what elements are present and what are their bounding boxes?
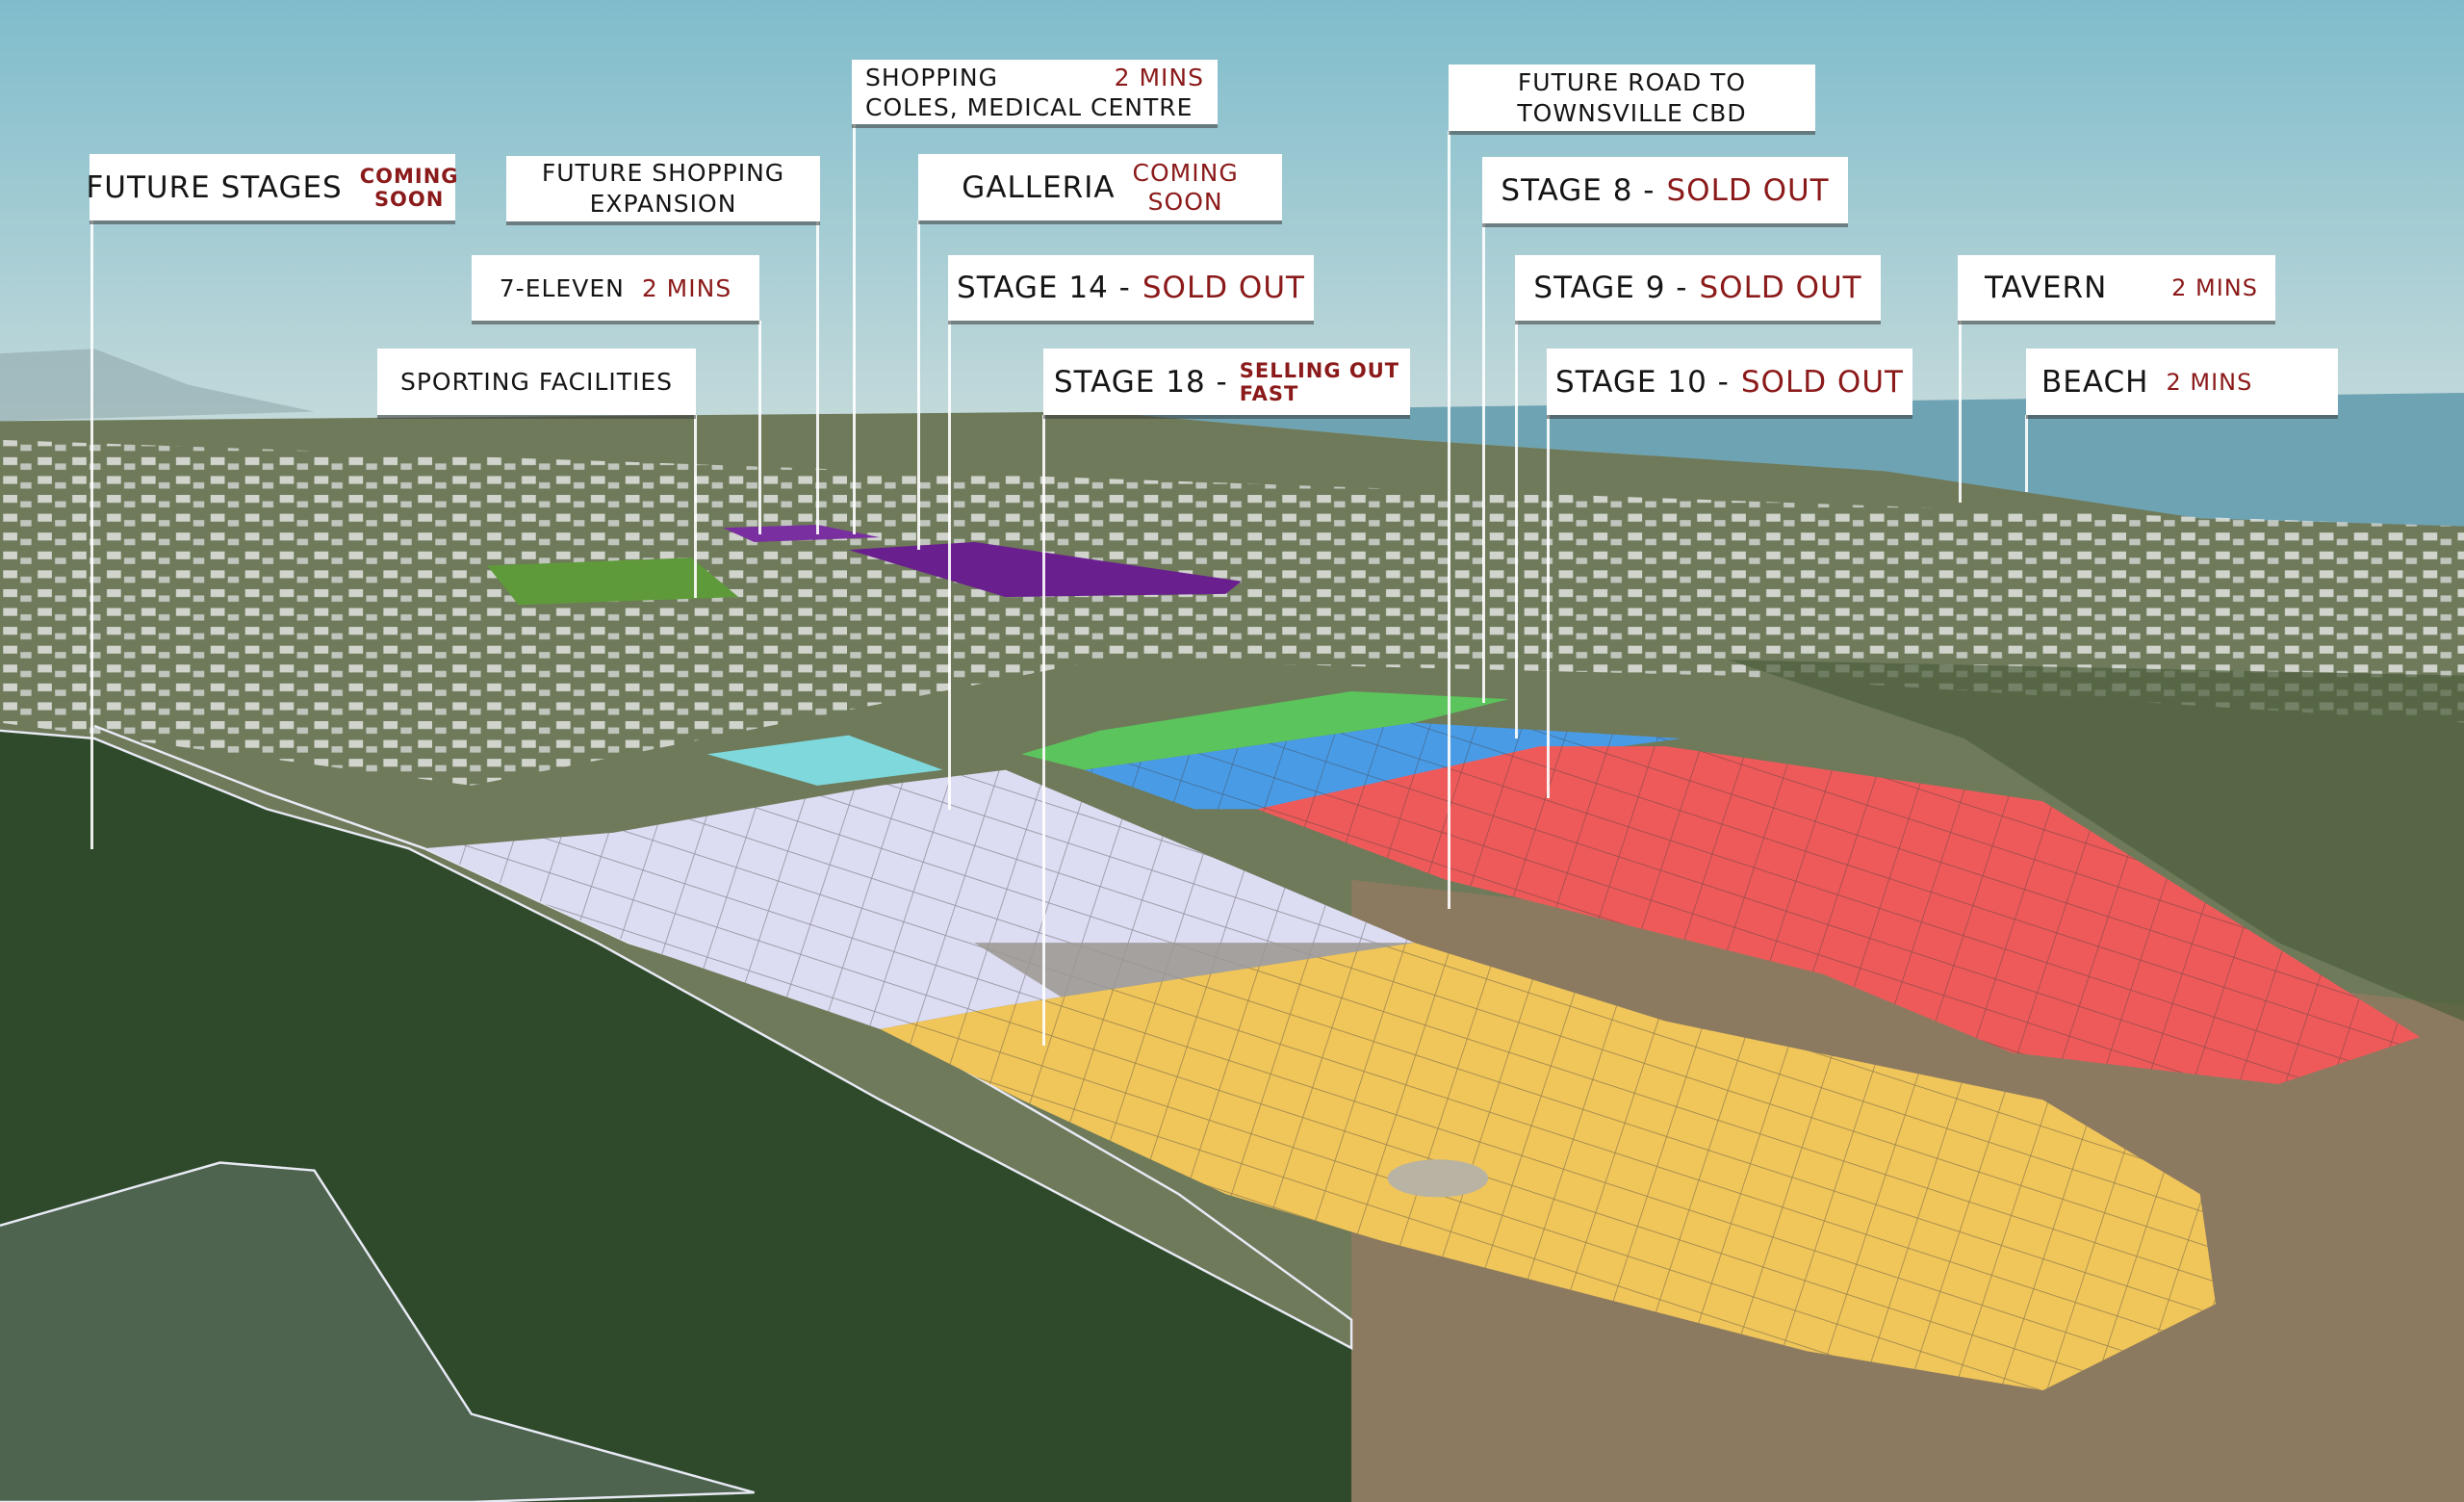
status-line: COMING (359, 164, 459, 188)
stage-8-green-lots (1021, 690, 1509, 770)
label-title: SPORTING FACILITIES (399, 368, 674, 396)
status-badge: COMING SOON (1133, 159, 1239, 217)
label-stage8: STAGE 8 - SOLD OUT (1482, 157, 1848, 223)
travel-time: 2 MINS (641, 273, 732, 302)
leader-stage14 (948, 321, 951, 810)
leader-future-shopping (816, 221, 819, 534)
label-line: FUTURE ROAD TO (1517, 67, 1747, 96)
status-line: SELLING OUT (1239, 358, 1400, 382)
sports-field (487, 557, 739, 606)
travel-time: 2 MINS (1114, 63, 1204, 91)
future-stages-boundary (0, 1161, 756, 1502)
status-badge: COMING SOON (360, 165, 459, 211)
status-badge: SOLD OUT (1699, 271, 1862, 305)
forest-future-stages-outline (0, 724, 1353, 1351)
future-shopping-zone (723, 525, 881, 542)
label-tavern: TAVERN 2 MINS (1958, 255, 2275, 321)
label-galleria: GALLERIA COMING SOON (918, 154, 1282, 220)
label-shopping: SHOPPING 2 MINS COLES, MEDICAL CENTRE (852, 60, 1218, 124)
town (0, 439, 2464, 786)
label-line: EXPANSION (589, 190, 737, 218)
leader-sporting (694, 415, 697, 598)
label-line: FUTURE SHOPPING (541, 159, 785, 187)
status-badge: SOLD OUT (1666, 172, 1830, 208)
label-stage10: STAGE 10 - SOLD OUT (1547, 349, 1912, 415)
label-future-stages: FUTURE STAGES COMING SOON (86, 154, 458, 220)
label-title: STAGE 14 - (957, 271, 1131, 305)
leader-future-stages (90, 220, 93, 849)
leader-galleria (917, 220, 920, 550)
status-line: SOON (1147, 187, 1223, 216)
bush-right (1728, 660, 2464, 1022)
label-beach: BEACH 2 MINS (2026, 349, 2338, 415)
label-title: SHOPPING (865, 63, 998, 91)
travel-time: 2 MINS (2166, 368, 2253, 396)
forest (0, 730, 1352, 1502)
cyan-zone (706, 735, 943, 786)
status-badge: SELLING OUT FAST (1240, 359, 1399, 405)
label-title: TAVERN (1985, 271, 2108, 305)
label-title: BEACH (2041, 364, 2149, 400)
label-title: STAGE 10 - (1555, 364, 1730, 400)
leader-seven-eleven (758, 321, 761, 534)
label-stage9: STAGE 9 - SOLD OUT (1515, 255, 1881, 321)
leader-stage8 (1482, 223, 1485, 703)
status-badge: SOLD OUT (1142, 271, 1305, 305)
hills (0, 349, 315, 422)
label-stage18: STAGE 18 - SELLING OUT FAST (1043, 349, 1410, 415)
leader-tavern (1959, 321, 1962, 503)
label-subtitle: COLES, MEDICAL CENTRE (865, 92, 1194, 121)
label-seven-eleven: 7-ELEVEN 2 MINS (472, 255, 759, 321)
label-title: STAGE 8 - (1501, 172, 1656, 208)
label-line: TOWNSVILLE CBD (1517, 98, 1747, 127)
leader-stage10 (1547, 415, 1550, 798)
travel-time: 2 MINS (2171, 274, 2258, 301)
label-title: STAGE 18 - (1053, 364, 1228, 400)
leader-beach (2025, 415, 2028, 492)
leader-stage9 (1515, 321, 1518, 738)
label-title: 7-ELEVEN (499, 273, 625, 302)
status-badge: SOLD OUT (1740, 364, 1904, 400)
status-line: FAST (1239, 381, 1299, 405)
label-future-road: FUTURE ROAD TO TOWNSVILLE CBD (1449, 65, 1815, 131)
leader-future-road (1448, 131, 1450, 909)
cul-de-sac (1387, 1159, 1489, 1198)
leader-shopping (853, 124, 856, 534)
status-line: SOON (373, 187, 445, 211)
label-stage14: STAGE 14 - SOLD OUT (948, 255, 1314, 321)
leader-stage18 (1042, 415, 1045, 1046)
label-future-shopping: FUTURE SHOPPING EXPANSION (506, 156, 820, 221)
status-line: COMING (1132, 158, 1239, 187)
label-title: FUTURE STAGES (86, 169, 343, 205)
sea (1099, 392, 2464, 527)
label-title: GALLERIA (962, 169, 1116, 205)
label-title: STAGE 9 - (1533, 271, 1688, 305)
label-sporting: SPORTING FACILITIES (377, 349, 696, 415)
